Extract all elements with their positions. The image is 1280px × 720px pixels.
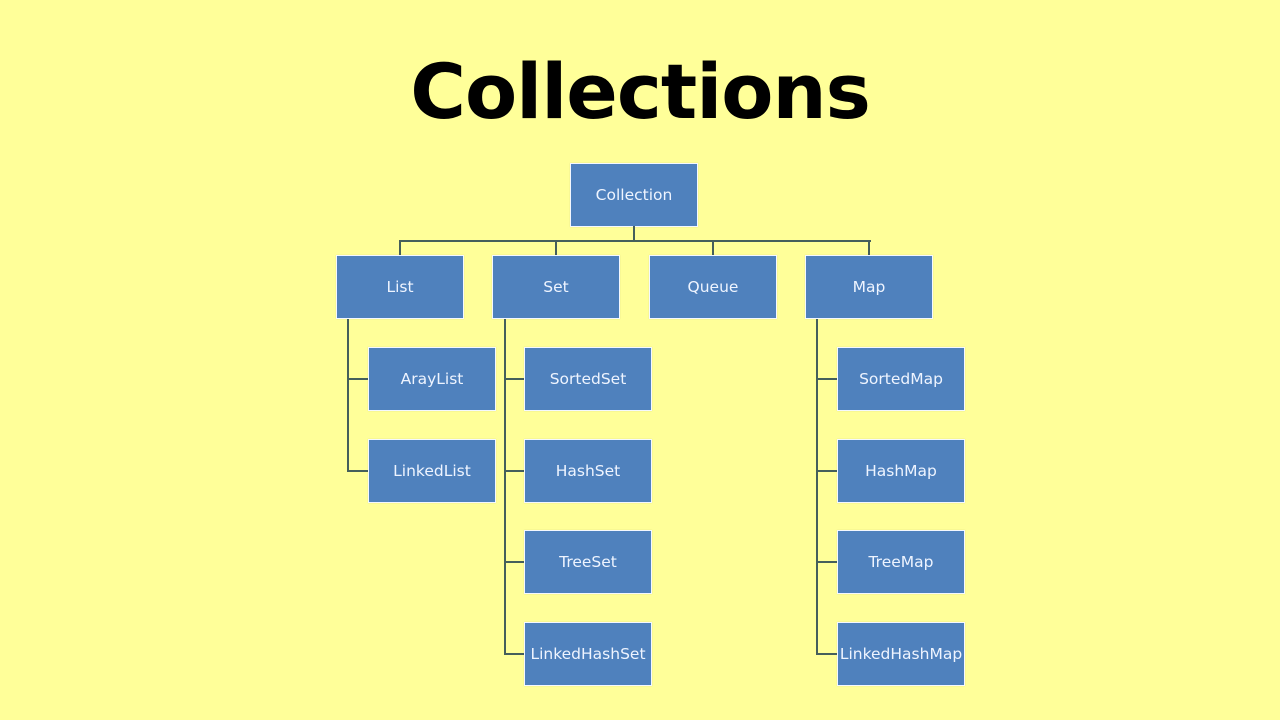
connector-to-list — [399, 240, 401, 256]
connector-to-map — [868, 240, 870, 256]
connector-set-trunk — [504, 319, 506, 655]
connector-map-child — [816, 561, 837, 563]
connector-to-queue — [712, 240, 714, 256]
connector-to-set — [555, 240, 557, 256]
node-treemap: TreeMap — [837, 530, 965, 594]
node-arraylist: ArayList — [368, 347, 496, 411]
node-treeset: TreeSet — [524, 530, 652, 594]
connector-map-child — [816, 378, 837, 380]
connector-map-child — [816, 653, 837, 655]
node-hashset: HashSet — [524, 439, 652, 503]
page-title: Collections — [410, 47, 871, 136]
connector-map-child — [816, 470, 837, 472]
node-sortedmap: SortedMap — [837, 347, 965, 411]
node-hashmap: HashMap — [837, 439, 965, 503]
node-linkedlist: LinkedList — [368, 439, 496, 503]
node-queue: Queue — [649, 255, 777, 319]
connector-list-child — [347, 470, 368, 472]
connector-set-child — [504, 653, 525, 655]
node-list: List — [336, 255, 464, 319]
connector-root-stem — [633, 226, 635, 242]
node-linkedhashmap: LinkedHashMap — [837, 622, 965, 686]
node-map: Map — [805, 255, 933, 319]
connector-list-child — [347, 378, 368, 380]
connector-list-trunk — [347, 319, 349, 471]
node-set: Set — [492, 255, 620, 319]
connector-root-bus — [399, 240, 871, 242]
node-sortedset: SortedSet — [524, 347, 652, 411]
connector-set-child — [504, 470, 525, 472]
node-linkedhashset: LinkedHashSet — [524, 622, 652, 686]
connector-set-child — [504, 561, 525, 563]
connector-set-child — [504, 378, 525, 380]
node-collection: Collection — [570, 163, 698, 227]
connector-map-trunk — [816, 319, 818, 655]
